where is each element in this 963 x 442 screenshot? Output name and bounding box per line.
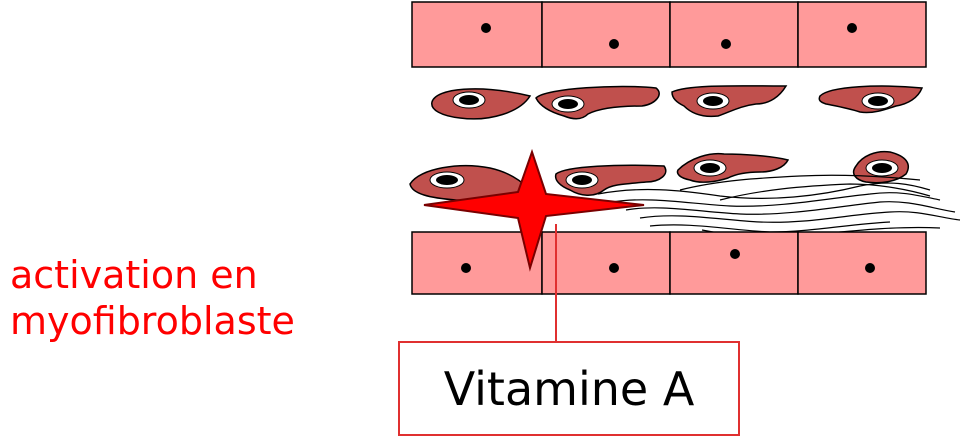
- nucleus: [730, 249, 740, 259]
- cell: [798, 2, 926, 67]
- nucleus: [865, 263, 875, 273]
- vitamin-a-text: Vitamine A: [444, 362, 695, 416]
- nucleus: [609, 263, 619, 273]
- collagen-fibers: [598, 175, 960, 236]
- cell: [412, 2, 542, 67]
- cell: [542, 232, 670, 294]
- cell: [798, 232, 926, 294]
- nucleus: [481, 23, 491, 33]
- top-cell-row: [412, 2, 926, 67]
- cell: [412, 232, 542, 294]
- nucleus: [847, 23, 857, 33]
- nucleus: [609, 39, 619, 49]
- bottom-cell-row: [412, 232, 926, 294]
- stellate-row-lower: [410, 152, 908, 201]
- stellate-row-upper: [432, 86, 922, 119]
- cell: [542, 2, 670, 67]
- vitamin-a-box: Vitamine A: [398, 341, 740, 436]
- cell: [670, 2, 798, 67]
- nucleus: [461, 263, 471, 273]
- cell: [670, 232, 798, 294]
- nucleus: [721, 39, 731, 49]
- activation-label: activation en myofibroblaste: [10, 252, 295, 344]
- activation-label-line2: myofibroblaste: [10, 298, 295, 344]
- activation-label-line1: activation en: [10, 252, 295, 298]
